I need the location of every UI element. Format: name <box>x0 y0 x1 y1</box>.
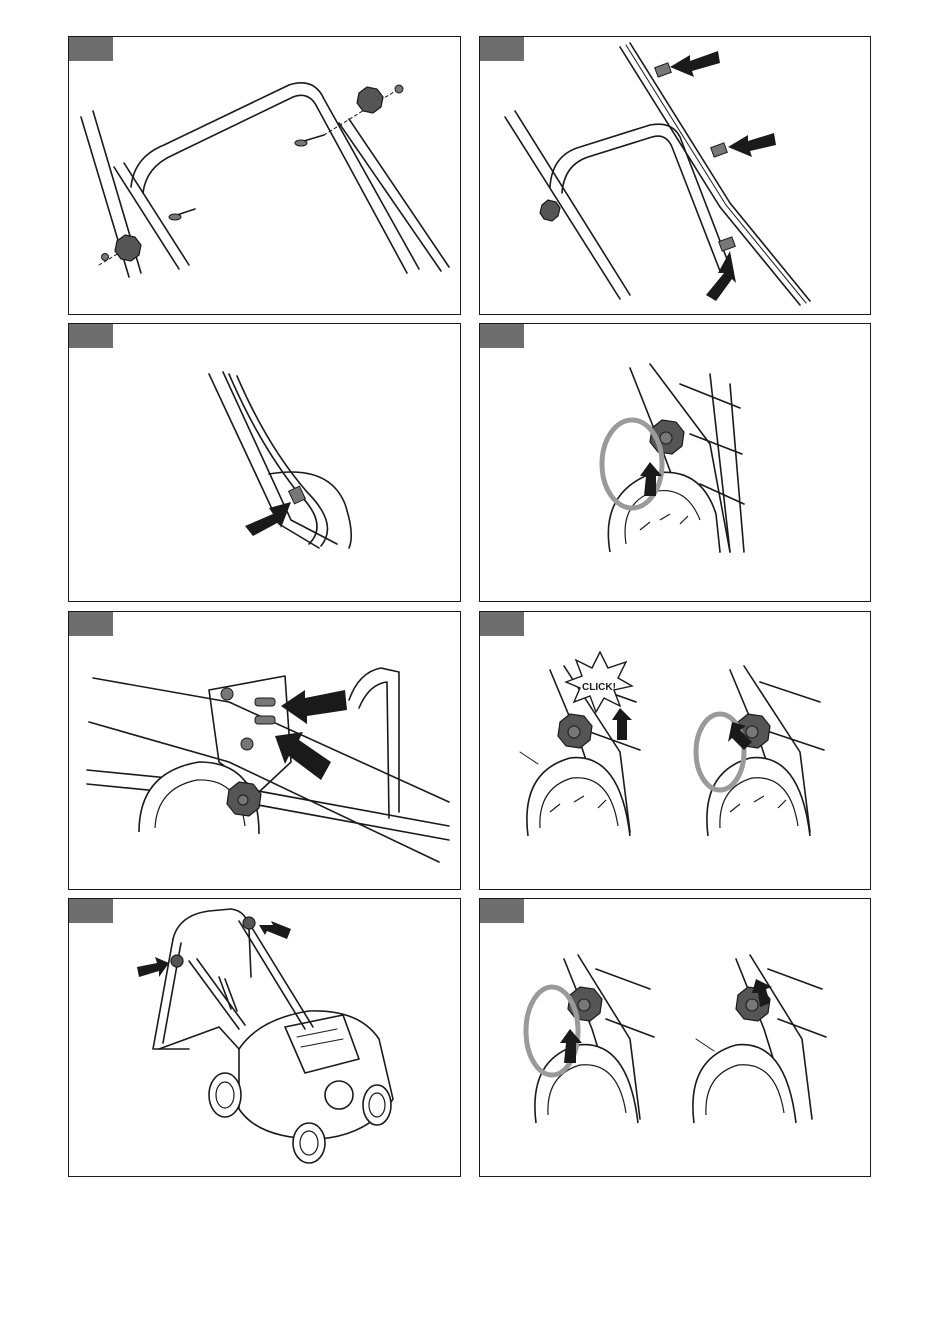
arrow-icon <box>259 921 291 939</box>
arrow-icon <box>137 957 169 977</box>
panel-3 <box>68 323 461 602</box>
click-label: CLICK! <box>582 682 616 693</box>
arrow-icon <box>275 732 331 780</box>
rotate-push-knob-illustration <box>480 899 871 1177</box>
panel-2 <box>479 36 871 315</box>
panel-1 <box>68 36 461 315</box>
arrow-icon <box>670 51 720 77</box>
arrow-icon <box>706 251 736 301</box>
handle-assembly-illustration <box>69 37 461 315</box>
mower-handle-illustration <box>69 899 461 1177</box>
arrow-icon <box>728 133 776 157</box>
handle-bracket-illustration <box>69 612 461 890</box>
panel-4 <box>479 323 871 602</box>
rotate-knob-illustration <box>480 324 871 602</box>
panel-6: CLICK! <box>479 611 871 890</box>
panel-7 <box>68 898 461 1177</box>
cable-routing-illustration <box>69 324 461 602</box>
arrow-icon <box>245 502 291 536</box>
panel-5 <box>68 611 461 890</box>
arrow-icon <box>612 708 632 740</box>
cable-clips-illustration <box>480 37 871 315</box>
knob-icon <box>243 917 255 929</box>
arrow-icon <box>281 690 347 724</box>
panel-8 <box>479 898 871 1177</box>
knob-icon <box>171 955 183 967</box>
knob-click-rotate-illustration: CLICK! <box>480 612 871 890</box>
